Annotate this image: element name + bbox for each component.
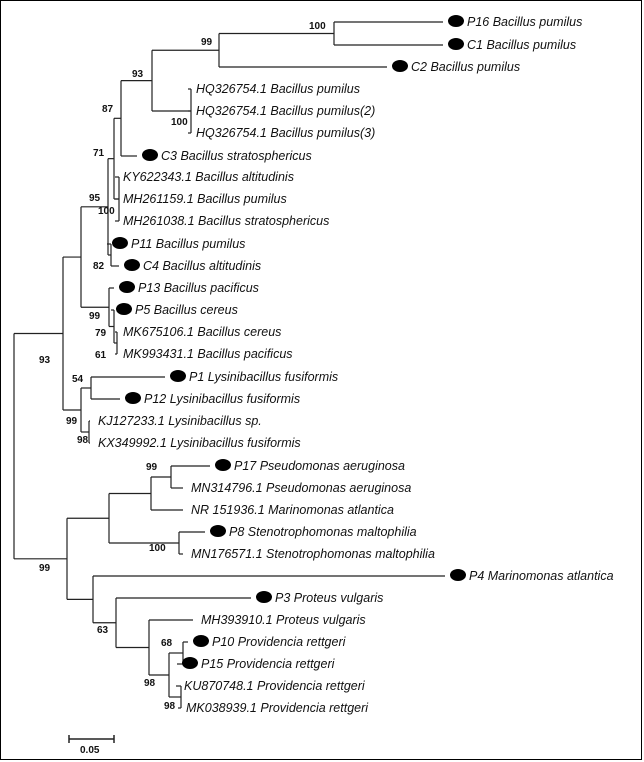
bootstrap-value: 87 <box>102 104 114 115</box>
bootstrap-value: 100 <box>149 543 166 554</box>
leaf-marker <box>448 15 464 27</box>
leaf-label: P1 Lysinibacillus fusiformis <box>189 370 338 384</box>
bootstrap-value: 98 <box>144 678 156 689</box>
leaf-marker <box>119 281 135 293</box>
tree-leaves: P16 Bacillus pumilus C1 Bacillus pumilusC… <box>98 15 614 715</box>
leaf-label: KY622343.1 Bacillus altitudinis <box>123 170 294 184</box>
bootstrap-values: 100 99 100 93 87 71 100 82 95 79 61 99 54 98 99 93 99 100… <box>39 21 326 712</box>
leaf-label: KU870748.1 Providencia rettgeri <box>184 679 366 693</box>
leaf-label: MH261159.1 Bacillus pumilus <box>123 192 287 206</box>
leaf-label: MH393910.1 Proteus vulgaris <box>201 613 366 627</box>
leaf-label: P8 Stenotrophomonas maltophilia <box>229 525 417 539</box>
bootstrap-value: 95 <box>89 193 101 204</box>
leaf-marker <box>256 591 272 603</box>
bootstrap-value: 61 <box>95 350 107 361</box>
bootstrap-value: 98 <box>164 701 176 712</box>
bootstrap-value: 99 <box>66 416 78 427</box>
leaf-label: P13 Bacillus pacificus <box>138 281 259 295</box>
leaf-label: C3 Bacillus stratosphericus <box>161 149 312 163</box>
leaf-marker <box>193 635 209 647</box>
leaf-marker <box>450 569 466 581</box>
bootstrap-value: 79 <box>95 328 107 339</box>
leaf-marker <box>448 38 464 50</box>
leaf-label: HQ326754.1 Bacillus pumilus(3) <box>196 126 375 140</box>
bootstrap-value: 100 <box>309 21 326 32</box>
leaf-label: MK993431.1 Bacillus pacificus <box>123 347 293 361</box>
leaf-marker <box>125 392 141 404</box>
scale-bar-label: 0.05 <box>80 745 100 756</box>
bootstrap-value: 99 <box>39 563 51 574</box>
leaf-marker <box>124 259 140 271</box>
leaf-label: P15 Providencia rettgeri <box>201 657 336 671</box>
leaf-marker <box>170 370 186 382</box>
bootstrap-value: 71 <box>93 148 105 159</box>
bootstrap-value: 99 <box>201 37 213 48</box>
leaf-label: MK675106.1 Bacillus cereus <box>123 325 281 339</box>
leaf-label: C1 Bacillus pumilus <box>467 38 576 52</box>
leaf-label: P16 Bacillus pumilus <box>467 15 582 29</box>
leaf-label: KJ127233.1 Lysinibacillus sp. <box>98 414 262 428</box>
bootstrap-value: 98 <box>77 435 89 446</box>
leaf-label: KX349992.1 Lysinibacillus fusiformis <box>98 436 301 450</box>
leaf-marker <box>215 459 231 471</box>
leaf-label: P10 Providencia rettgeri <box>212 635 347 649</box>
leaf-label: HQ326754.1 Bacillus pumilus <box>196 82 360 96</box>
leaf-label: NR 151936.1 Marinomonas atlantica <box>191 503 394 517</box>
leaf-label: MN314796.1 Pseudomonas aeruginosa <box>191 481 411 495</box>
bootstrap-value: 93 <box>39 355 51 366</box>
bootstrap-value: 99 <box>89 311 101 322</box>
bootstrap-value: 100 <box>98 206 115 217</box>
leaf-marker <box>210 525 226 537</box>
bootstrap-value: 63 <box>97 625 109 636</box>
leaf-marker <box>182 657 198 669</box>
leaf-marker <box>392 60 408 72</box>
bootstrap-value: 93 <box>132 69 144 80</box>
leaf-marker <box>116 303 132 315</box>
leaf-label: C2 Bacillus pumilus <box>411 60 520 74</box>
leaf-marker <box>112 237 128 249</box>
leaf-label: P12 Lysinibacillus fusiformis <box>144 392 300 406</box>
leaf-label: MK038939.1 Providencia rettgeri <box>186 701 369 715</box>
leaf-label: P4 Marinomonas atlantica <box>469 569 614 583</box>
leaf-label: MH261038.1 Bacillus stratosphericus <box>123 214 329 228</box>
bootstrap-value: 82 <box>93 261 105 272</box>
bootstrap-value: 99 <box>146 462 158 473</box>
bootstrap-value: 54 <box>72 374 84 385</box>
leaf-label: P11 Bacillus pumilus <box>131 237 245 251</box>
leaf-label: P5 Bacillus cereus <box>135 303 238 317</box>
leaf-label: C4 Bacillus altitudinis <box>143 259 261 273</box>
scale-bar: 0.05 <box>68 735 115 756</box>
leaf-label: HQ326754.1 Bacillus pumilus(2) <box>196 104 375 118</box>
leaf-label: MN176571.1 Stenotrophomonas maltophilia <box>191 547 435 561</box>
leaf-label: P17 Pseudomonas aeruginosa <box>234 459 405 473</box>
bootstrap-value: 68 <box>161 638 173 649</box>
leaf-label: P3 Proteus vulgaris <box>275 591 383 605</box>
leaf-marker <box>142 149 158 161</box>
bootstrap-value: 100 <box>171 117 188 128</box>
tree-branches <box>13 21 445 709</box>
